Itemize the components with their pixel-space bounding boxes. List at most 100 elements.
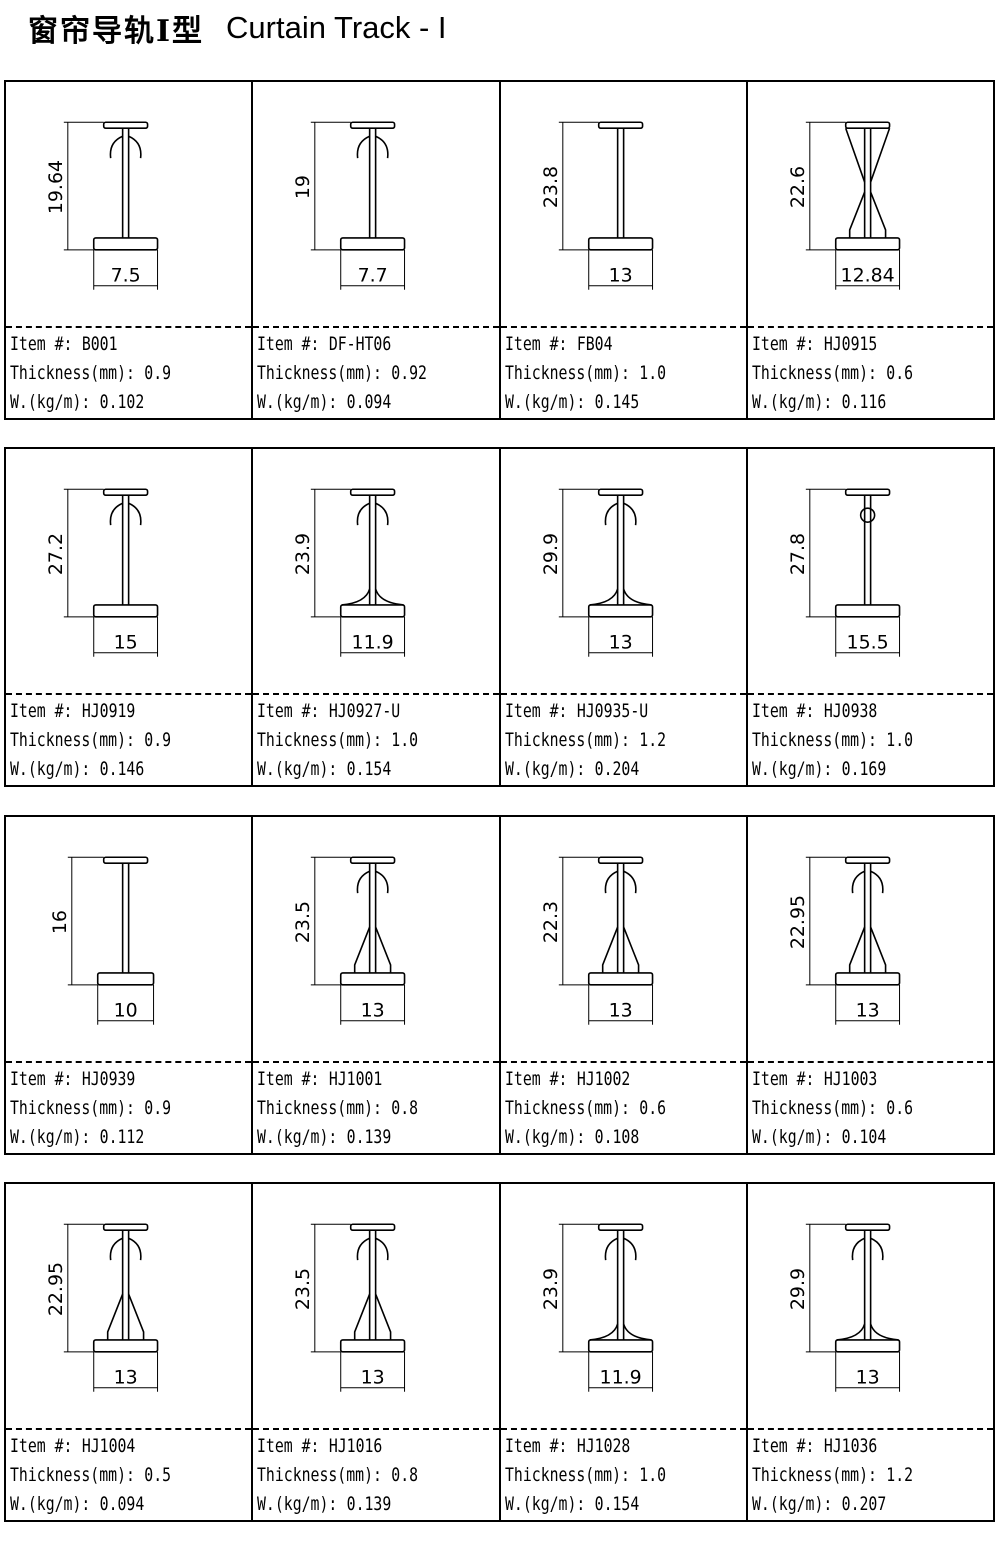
height-dimension-label: 16: [49, 910, 71, 934]
item-number-value: HJ0915: [823, 333, 878, 355]
width-dimension: [93, 249, 159, 290]
thickness-line: Thickness(mm):0.9: [10, 1094, 197, 1123]
thickness-value: 0.6: [886, 1097, 913, 1119]
weight-line: W.(kg/m):0.154: [257, 755, 444, 784]
width-dimension-label: 12.84: [840, 265, 894, 287]
item-number-value: HJ0938: [823, 700, 878, 722]
item-number-value: HJ0919: [81, 700, 136, 722]
profile-drawing: [834, 856, 901, 986]
profile-drawing: [92, 121, 159, 251]
item-number-value: HJ0939: [81, 1068, 136, 1090]
dashed-divider: [747, 1428, 993, 1430]
thickness-line: Thickness(mm):0.8: [257, 1461, 444, 1490]
weight-label: W.(kg/m):: [257, 1126, 338, 1148]
width-dimension: [340, 249, 406, 290]
width-dimension: [340, 616, 406, 657]
item-number-label: Item #:: [504, 333, 567, 355]
profile-drawing: [92, 1223, 159, 1353]
profile-diagram: 19.64 7.5: [6, 82, 251, 325]
height-dimension: [558, 856, 599, 986]
thickness-label: Thickness(mm):: [257, 1097, 383, 1119]
item-number-value: HJ1016: [329, 1435, 383, 1457]
weight-label: W.(kg/m):: [504, 758, 585, 780]
height-dimension-label: 19.64: [45, 160, 67, 214]
dashed-divider: [747, 1061, 993, 1063]
thickness-line: Thickness(mm):1.0: [257, 726, 444, 755]
height-dimension: [311, 1223, 351, 1353]
thickness-value: 1.0: [886, 729, 913, 751]
item-number-line: Item #:HJ1028: [505, 1432, 692, 1461]
item-number-label: Item #:: [257, 700, 320, 722]
item-number-value: HJ1001: [329, 1068, 383, 1090]
profile-drawing: [340, 1223, 406, 1353]
weight-line: W.(kg/m):0.154: [505, 1490, 692, 1519]
weight-label: W.(kg/m):: [257, 391, 338, 413]
item-number-line: Item #:HJ0927-U: [257, 697, 444, 726]
profile-drawing: [834, 488, 901, 618]
weight-value: 0.102: [99, 391, 145, 413]
width-dimension-label: 11.9: [352, 632, 394, 654]
dashed-divider: [6, 693, 252, 695]
thickness-label: Thickness(mm):: [257, 1464, 383, 1486]
thickness-value: 1.0: [638, 362, 666, 384]
width-dimension-label: 7.5: [111, 265, 141, 287]
weight-line: W.(kg/m):0.112: [10, 1123, 197, 1152]
weight-line: W.(kg/m):0.139: [257, 1123, 444, 1152]
dashed-divider: [253, 1428, 499, 1430]
width-dimension-label: 13: [361, 1367, 385, 1389]
height-dimension-label: 22.3: [539, 901, 561, 943]
weight-label: W.(kg/m):: [257, 1493, 338, 1515]
height-dimension: [805, 488, 846, 618]
width-dimension-label: 13: [608, 632, 632, 654]
weight-value: 0.094: [99, 1493, 145, 1515]
width-dimension-label: 15.5: [846, 632, 888, 654]
profile-drawing: [340, 121, 406, 251]
item-number-value: HJ1004: [81, 1435, 136, 1457]
thickness-label: Thickness(mm):: [751, 362, 877, 384]
thickness-value: 1.2: [886, 1464, 913, 1486]
thickness-value: 0.6: [638, 1097, 666, 1119]
thickness-label: Thickness(mm):: [257, 362, 383, 384]
thickness-line: Thickness(mm):0.9: [10, 726, 197, 755]
item-number-line: Item #:HJ1016: [257, 1432, 444, 1461]
thickness-line: Thickness(mm):0.92: [257, 359, 444, 388]
width-dimension: [93, 1351, 159, 1392]
weight-value: 0.154: [346, 758, 392, 780]
thickness-label: Thickness(mm):: [10, 1097, 135, 1119]
dashed-divider: [500, 693, 746, 695]
item-number-line: Item #:HJ1036: [752, 1432, 939, 1461]
weight-label: W.(kg/m):: [751, 1493, 833, 1515]
height-dimension-label: 19: [292, 175, 314, 199]
profile-drawing: [340, 856, 406, 986]
height-dimension-label: 23.5: [292, 1268, 314, 1310]
weight-label: W.(kg/m):: [504, 391, 585, 413]
item-number-label: Item #:: [751, 700, 815, 722]
width-dimension-label: 13: [608, 1000, 632, 1022]
weight-label: W.(kg/m):: [504, 1493, 585, 1515]
width-dimension: [587, 249, 653, 290]
weight-value: 0.146: [99, 758, 145, 780]
height-dimension-label: 23.8: [539, 166, 561, 208]
weight-label: W.(kg/m):: [10, 1126, 91, 1148]
item-number-label: Item #:: [504, 1435, 567, 1457]
